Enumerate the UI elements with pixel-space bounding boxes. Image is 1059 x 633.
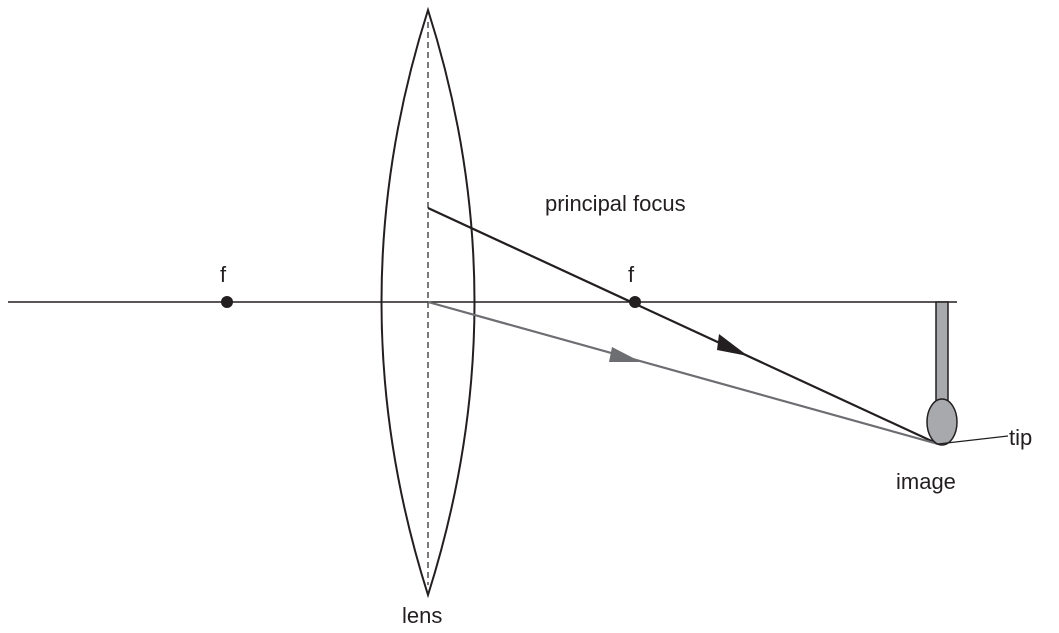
tip-label: tip xyxy=(1009,425,1032,450)
principal-focus-label: principal focus xyxy=(545,191,686,216)
focal-ray xyxy=(427,207,939,445)
image-label: image xyxy=(896,469,956,494)
lens-label: lens xyxy=(402,603,442,628)
central-ray-arrowhead xyxy=(609,347,641,362)
focal-ray-arrowhead xyxy=(717,334,748,356)
focal-point-left xyxy=(221,296,233,308)
convex-lens xyxy=(380,6,476,599)
image-stem xyxy=(935,301,949,407)
tip-leader-line xyxy=(937,435,1009,445)
image-head xyxy=(926,398,958,446)
focal-label-right: f xyxy=(628,262,635,287)
focal-label-left: f xyxy=(220,262,227,287)
central-ray xyxy=(427,300,939,446)
